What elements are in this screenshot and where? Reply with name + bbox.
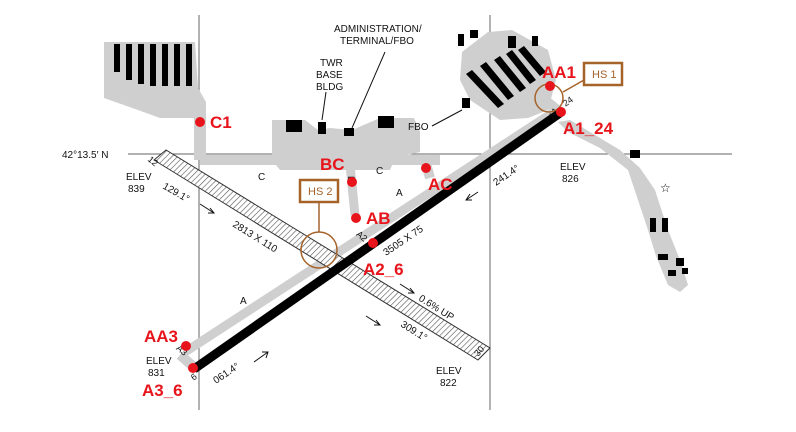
twr-leader-line bbox=[321, 91, 327, 121]
heading-129: 129.1° bbox=[161, 181, 192, 205]
point-a2-6-label: A2_6 bbox=[363, 260, 404, 279]
point-bc-marker bbox=[347, 177, 357, 187]
elev-se-label: ELEV bbox=[436, 366, 462, 377]
hotspot-hs2-label: HS 2 bbox=[308, 186, 332, 198]
taxiway-a bbox=[182, 104, 563, 356]
east-taxi-strip bbox=[558, 120, 688, 292]
point-c1-label: C1 bbox=[210, 113, 232, 132]
buildings bbox=[114, 30, 688, 276]
fbo-leader-line bbox=[431, 109, 463, 127]
heading-241: 241.4° bbox=[492, 163, 522, 188]
elev-ne-value: 826 bbox=[562, 174, 579, 185]
runway-12-30 bbox=[153, 149, 491, 361]
latitude-label: 42°13.5′ N bbox=[62, 150, 108, 161]
arrow-129 bbox=[199, 203, 216, 214]
admin-label-line2: TERMINAL/FBO bbox=[340, 36, 414, 47]
point-aa3-label: AA3 bbox=[144, 327, 178, 346]
point-ab-marker bbox=[351, 213, 361, 223]
runway-end-24: 24 bbox=[561, 94, 575, 108]
point-ac-label: AC bbox=[428, 175, 453, 194]
taxiway-c-east-label: C bbox=[376, 166, 383, 177]
arrow-gradient bbox=[399, 283, 416, 294]
point-aa1-label: AA1 bbox=[542, 63, 576, 82]
elev-se-value: 822 bbox=[440, 378, 457, 389]
point-aa1-marker bbox=[545, 81, 555, 91]
point-c1-marker bbox=[195, 117, 205, 127]
point-a3-6-marker bbox=[188, 363, 198, 373]
hotspot-hs1-label: HS 1 bbox=[592, 69, 616, 81]
hotspot-hs2: HS 2 bbox=[298, 178, 340, 269]
twr-label-line2: BASE bbox=[316, 70, 343, 81]
elev-ne-label: ELEV bbox=[560, 162, 586, 173]
twr-label-line1: TWR bbox=[320, 58, 343, 69]
runway-end-30: 30 bbox=[472, 344, 486, 358]
twr-label-line3: BLDG bbox=[316, 82, 343, 93]
fbo-label: FBO bbox=[408, 122, 429, 133]
point-aa3-marker bbox=[181, 341, 191, 351]
arrow-241 bbox=[465, 191, 479, 201]
hotspot-hs1-box bbox=[582, 61, 624, 87]
arrow-061 bbox=[253, 351, 269, 363]
elev-nw-value: 839 bbox=[128, 184, 145, 195]
taxiway-b bbox=[345, 164, 360, 216]
elev-sw-label: ELEV bbox=[146, 356, 172, 367]
point-a3-6-label: A3_6 bbox=[142, 381, 183, 400]
point-a1-24-label: A1_24 bbox=[563, 119, 614, 138]
point-a2-6-marker bbox=[368, 238, 378, 248]
heading-061: 061.4° bbox=[212, 361, 242, 386]
taxiway-a-mid-label: A bbox=[396, 188, 403, 199]
points: AA1 A1_24 C1 BC AC AB A2_6 AA3 A3_6 bbox=[142, 63, 614, 400]
elev-nw-label: ELEV bbox=[126, 172, 152, 183]
hotspot-hs2-box bbox=[298, 178, 340, 204]
hotspot-hs1-leader bbox=[562, 79, 585, 93]
admin-label-line1: ADMINISTRATION/ bbox=[334, 24, 422, 35]
arrow-309 bbox=[365, 315, 382, 326]
point-ac-marker bbox=[421, 163, 431, 173]
beacon-star-icon: ☆ bbox=[660, 181, 671, 195]
elev-sw-value: 831 bbox=[148, 368, 165, 379]
point-a1-24-marker bbox=[556, 107, 566, 117]
point-ab-label: AB bbox=[366, 209, 391, 228]
runway-end-6: 6 bbox=[189, 371, 199, 382]
taxiway-c-west-label: C bbox=[258, 172, 265, 183]
admin-leader-line bbox=[351, 51, 386, 129]
point-bc-label: BC bbox=[320, 155, 345, 174]
taxiway-a-west-label: A bbox=[240, 296, 247, 307]
runway-end-12: 12 bbox=[146, 154, 160, 168]
